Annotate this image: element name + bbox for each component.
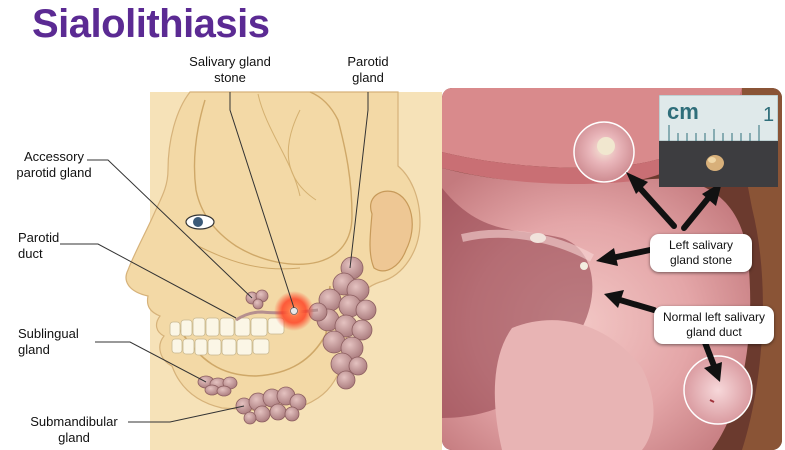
head-anatomy-illustration xyxy=(60,91,442,450)
ruler-unit: cm xyxy=(667,99,699,124)
callout-normal-left-salivary-gland-duct: Normal left salivary gland duct xyxy=(654,306,774,344)
label-sublingual-gland: Sublingual gland xyxy=(18,326,79,357)
zoom-duct-inset xyxy=(683,355,753,425)
tongue-floor xyxy=(494,320,654,450)
upper-teeth xyxy=(169,317,285,337)
ruler-mark: 1 xyxy=(763,104,774,126)
callout-left-salivary-gland-stone: Left salivary gland stone xyxy=(650,234,752,272)
photo-arrows xyxy=(596,172,722,382)
stone-in-photo xyxy=(580,262,588,270)
duct-in-photo xyxy=(530,233,546,243)
label-submandibular-gland: Submandibular gland xyxy=(30,414,118,445)
label-accessory-parotid-gland: Accessory parotid gland xyxy=(16,149,92,180)
label-parotid-gland: Parotid gland xyxy=(347,54,389,85)
ruler-specimen-inset: cm 1 xyxy=(658,94,779,187)
leader-lines xyxy=(60,92,369,423)
salivary-stone xyxy=(290,307,298,315)
sublingual-gland xyxy=(197,375,238,397)
label-parotid-duct: Parotid duct xyxy=(18,230,60,261)
skull-outline xyxy=(193,91,353,265)
parotid-gland xyxy=(308,256,377,390)
accessory-parotid-gland xyxy=(245,289,269,310)
label-salivary-gland-stone: Salivary gland stone xyxy=(189,54,271,85)
ear xyxy=(369,190,413,272)
lower-teeth xyxy=(171,338,270,356)
page-title: Sialolithiasis xyxy=(32,2,270,46)
